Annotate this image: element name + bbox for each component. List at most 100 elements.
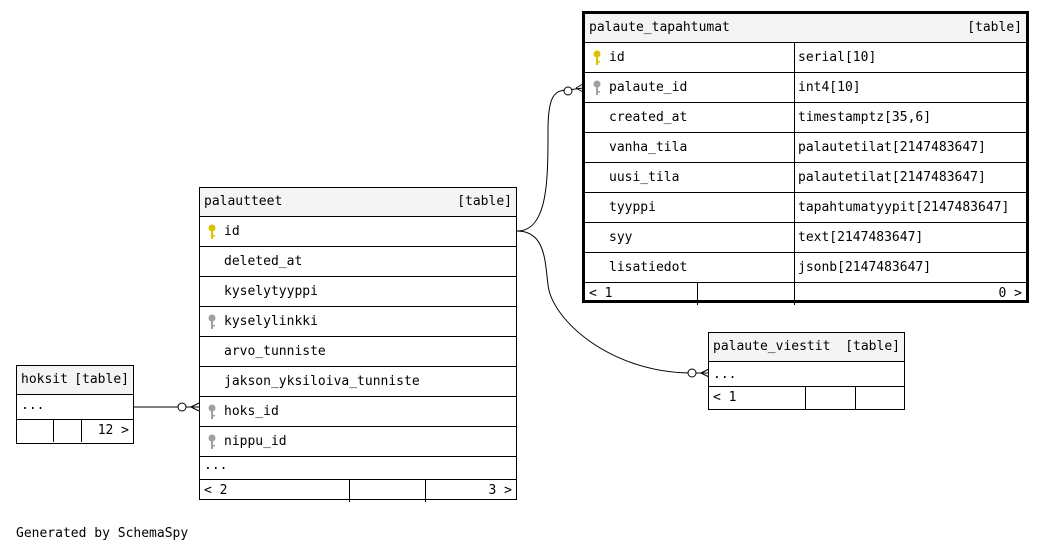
column-name: arvo_tunniste — [224, 344, 326, 359]
children-count — [855, 387, 904, 409]
column-name-cell: nippu_id — [200, 427, 516, 456]
column-type: text[2147483647] — [794, 223, 1026, 252]
table-palaute-viestit[interactable]: palaute_viestit [table] ... < 1 — [708, 332, 905, 410]
column-name-cell: created_at — [585, 103, 794, 132]
footer-spacer — [53, 420, 81, 442]
column-type: tapahtumatyypit[2147483647] — [794, 193, 1026, 222]
column-type: palautetilat[2147483647] — [794, 133, 1026, 162]
column-name: kyselytyyppi — [224, 284, 318, 299]
table-name[interactable]: hoksit — [21, 372, 68, 387]
foreign-key-icon — [204, 404, 220, 420]
foreign-key-icon — [204, 434, 220, 450]
parents-count[interactable]: < 2 — [204, 483, 228, 498]
parents-count[interactable]: < 1 — [713, 390, 737, 405]
column-row[interactable]: syy text[2147483647] — [585, 223, 1026, 253]
footer-spacer — [805, 387, 855, 409]
column-row[interactable]: id — [200, 217, 516, 247]
column-name-cell: vanha_tila — [585, 133, 794, 162]
column-row[interactable]: uusi_tila palautetilat[2147483647] — [585, 163, 1026, 193]
table-footer: < 1 0 > — [585, 283, 1026, 305]
table-kind: [table] — [845, 339, 900, 354]
column-name-cell: palaute_id — [585, 73, 794, 102]
column-type: palautetilat[2147483647] — [794, 163, 1026, 192]
column-name: kyselylinkki — [224, 314, 318, 329]
column-type: int4[10] — [794, 73, 1026, 102]
column-name: created_at — [609, 110, 688, 125]
primary-key-icon — [204, 224, 220, 240]
table-palautteet[interactable]: palautteet [table] id deleted_at kyselytyy… — [199, 187, 517, 502]
column-row[interactable]: id serial[10] — [585, 43, 1026, 73]
column-name: id — [224, 224, 240, 239]
foreign-key-icon — [589, 80, 605, 96]
table-header: hoksit [table] — [17, 366, 133, 395]
more-columns: ... — [709, 362, 904, 387]
column-name: syy — [609, 230, 633, 245]
table-name[interactable]: palaute_viestit — [713, 339, 831, 354]
link-hoksit-palautteet — [134, 402, 200, 412]
table-hoksit[interactable]: hoksit [table] ... 12 > — [16, 365, 134, 444]
column-name: vanha_tila — [609, 140, 688, 155]
more-columns: ... — [200, 457, 516, 480]
primary-key-icon — [589, 50, 605, 66]
column-type: jsonb[2147483647] — [794, 253, 1026, 282]
table-kind: [table] — [74, 372, 129, 387]
children-count[interactable]: 0 > — [794, 283, 1026, 305]
table-header: palaute_viestit [table] — [709, 333, 904, 362]
parents-count[interactable]: < 1 — [589, 286, 613, 301]
link-palautteet-palaute-tapahtumat — [516, 83, 584, 232]
column-row[interactable]: jakson_yksiloiva_tunniste — [200, 367, 516, 397]
column-name-cell: id — [585, 43, 794, 72]
column-row[interactable]: created_at timestamptz[35,6] — [585, 103, 1026, 133]
column-row[interactable]: kyselytyyppi — [200, 277, 516, 307]
table-footer: 12 > — [17, 420, 133, 442]
column-row[interactable]: palaute_id int4[10] — [585, 73, 1026, 103]
link-palautteet-palaute-viestit — [516, 230, 710, 378]
column-name: tyyppi — [609, 200, 656, 215]
column-row[interactable]: lisatiedot jsonb[2147483647] — [585, 253, 1026, 283]
column-name: hoks_id — [224, 404, 279, 419]
column-name-cell: arvo_tunniste — [200, 337, 516, 366]
column-row[interactable]: arvo_tunniste — [200, 337, 516, 367]
column-row[interactable]: deleted_at — [200, 247, 516, 277]
column-name: jakson_yksiloiva_tunniste — [224, 374, 420, 389]
table-name[interactable]: palautteet — [204, 194, 283, 209]
column-name-cell: tyyppi — [585, 193, 794, 222]
column-name: nippu_id — [224, 434, 287, 449]
table-header: palautteet [table] — [200, 188, 516, 217]
table-header: palaute_tapahtumat [table] — [585, 14, 1026, 43]
column-name-cell: hoks_id — [200, 397, 516, 426]
children-count[interactable]: 3 > — [425, 480, 516, 502]
table-footer: < 1 — [709, 387, 904, 409]
column-name-cell: deleted_at — [200, 247, 516, 276]
column-row[interactable]: tyyppi tapahtumatyypit[2147483647] — [585, 193, 1026, 223]
footer-spacer — [697, 283, 794, 305]
footer-spacer — [349, 480, 425, 502]
column-name-cell: uusi_tila — [585, 163, 794, 192]
parents-count — [17, 420, 53, 442]
column-type: timestamptz[35,6] — [794, 103, 1026, 132]
column-name: uusi_tila — [609, 170, 680, 185]
column-name-cell: id — [200, 217, 516, 246]
table-kind: [table] — [457, 194, 512, 209]
column-name: palaute_id — [609, 80, 688, 95]
children-count[interactable]: 12 > — [81, 420, 133, 442]
column-name: deleted_at — [224, 254, 303, 269]
column-row[interactable]: kyselylinkki — [200, 307, 516, 337]
column-name: lisatiedot — [609, 260, 688, 275]
column-name-cell: kyselytyyppi — [200, 277, 516, 306]
column-name: id — [609, 50, 625, 65]
column-name-cell: syy — [585, 223, 794, 252]
column-row[interactable]: hoks_id — [200, 397, 516, 427]
table-kind: [table] — [967, 20, 1022, 35]
column-row[interactable]: nippu_id — [200, 427, 516, 457]
foreign-key-icon — [204, 314, 220, 330]
table-footer: < 2 3 > — [200, 480, 516, 502]
table-name[interactable]: palaute_tapahtumat — [589, 20, 730, 35]
column-row[interactable]: vanha_tila palautetilat[2147483647] — [585, 133, 1026, 163]
column-name-cell: lisatiedot — [585, 253, 794, 282]
column-type: serial[10] — [794, 43, 1026, 72]
generated-by-label: Generated by SchemaSpy — [16, 526, 189, 541]
column-name-cell: kyselylinkki — [200, 307, 516, 336]
